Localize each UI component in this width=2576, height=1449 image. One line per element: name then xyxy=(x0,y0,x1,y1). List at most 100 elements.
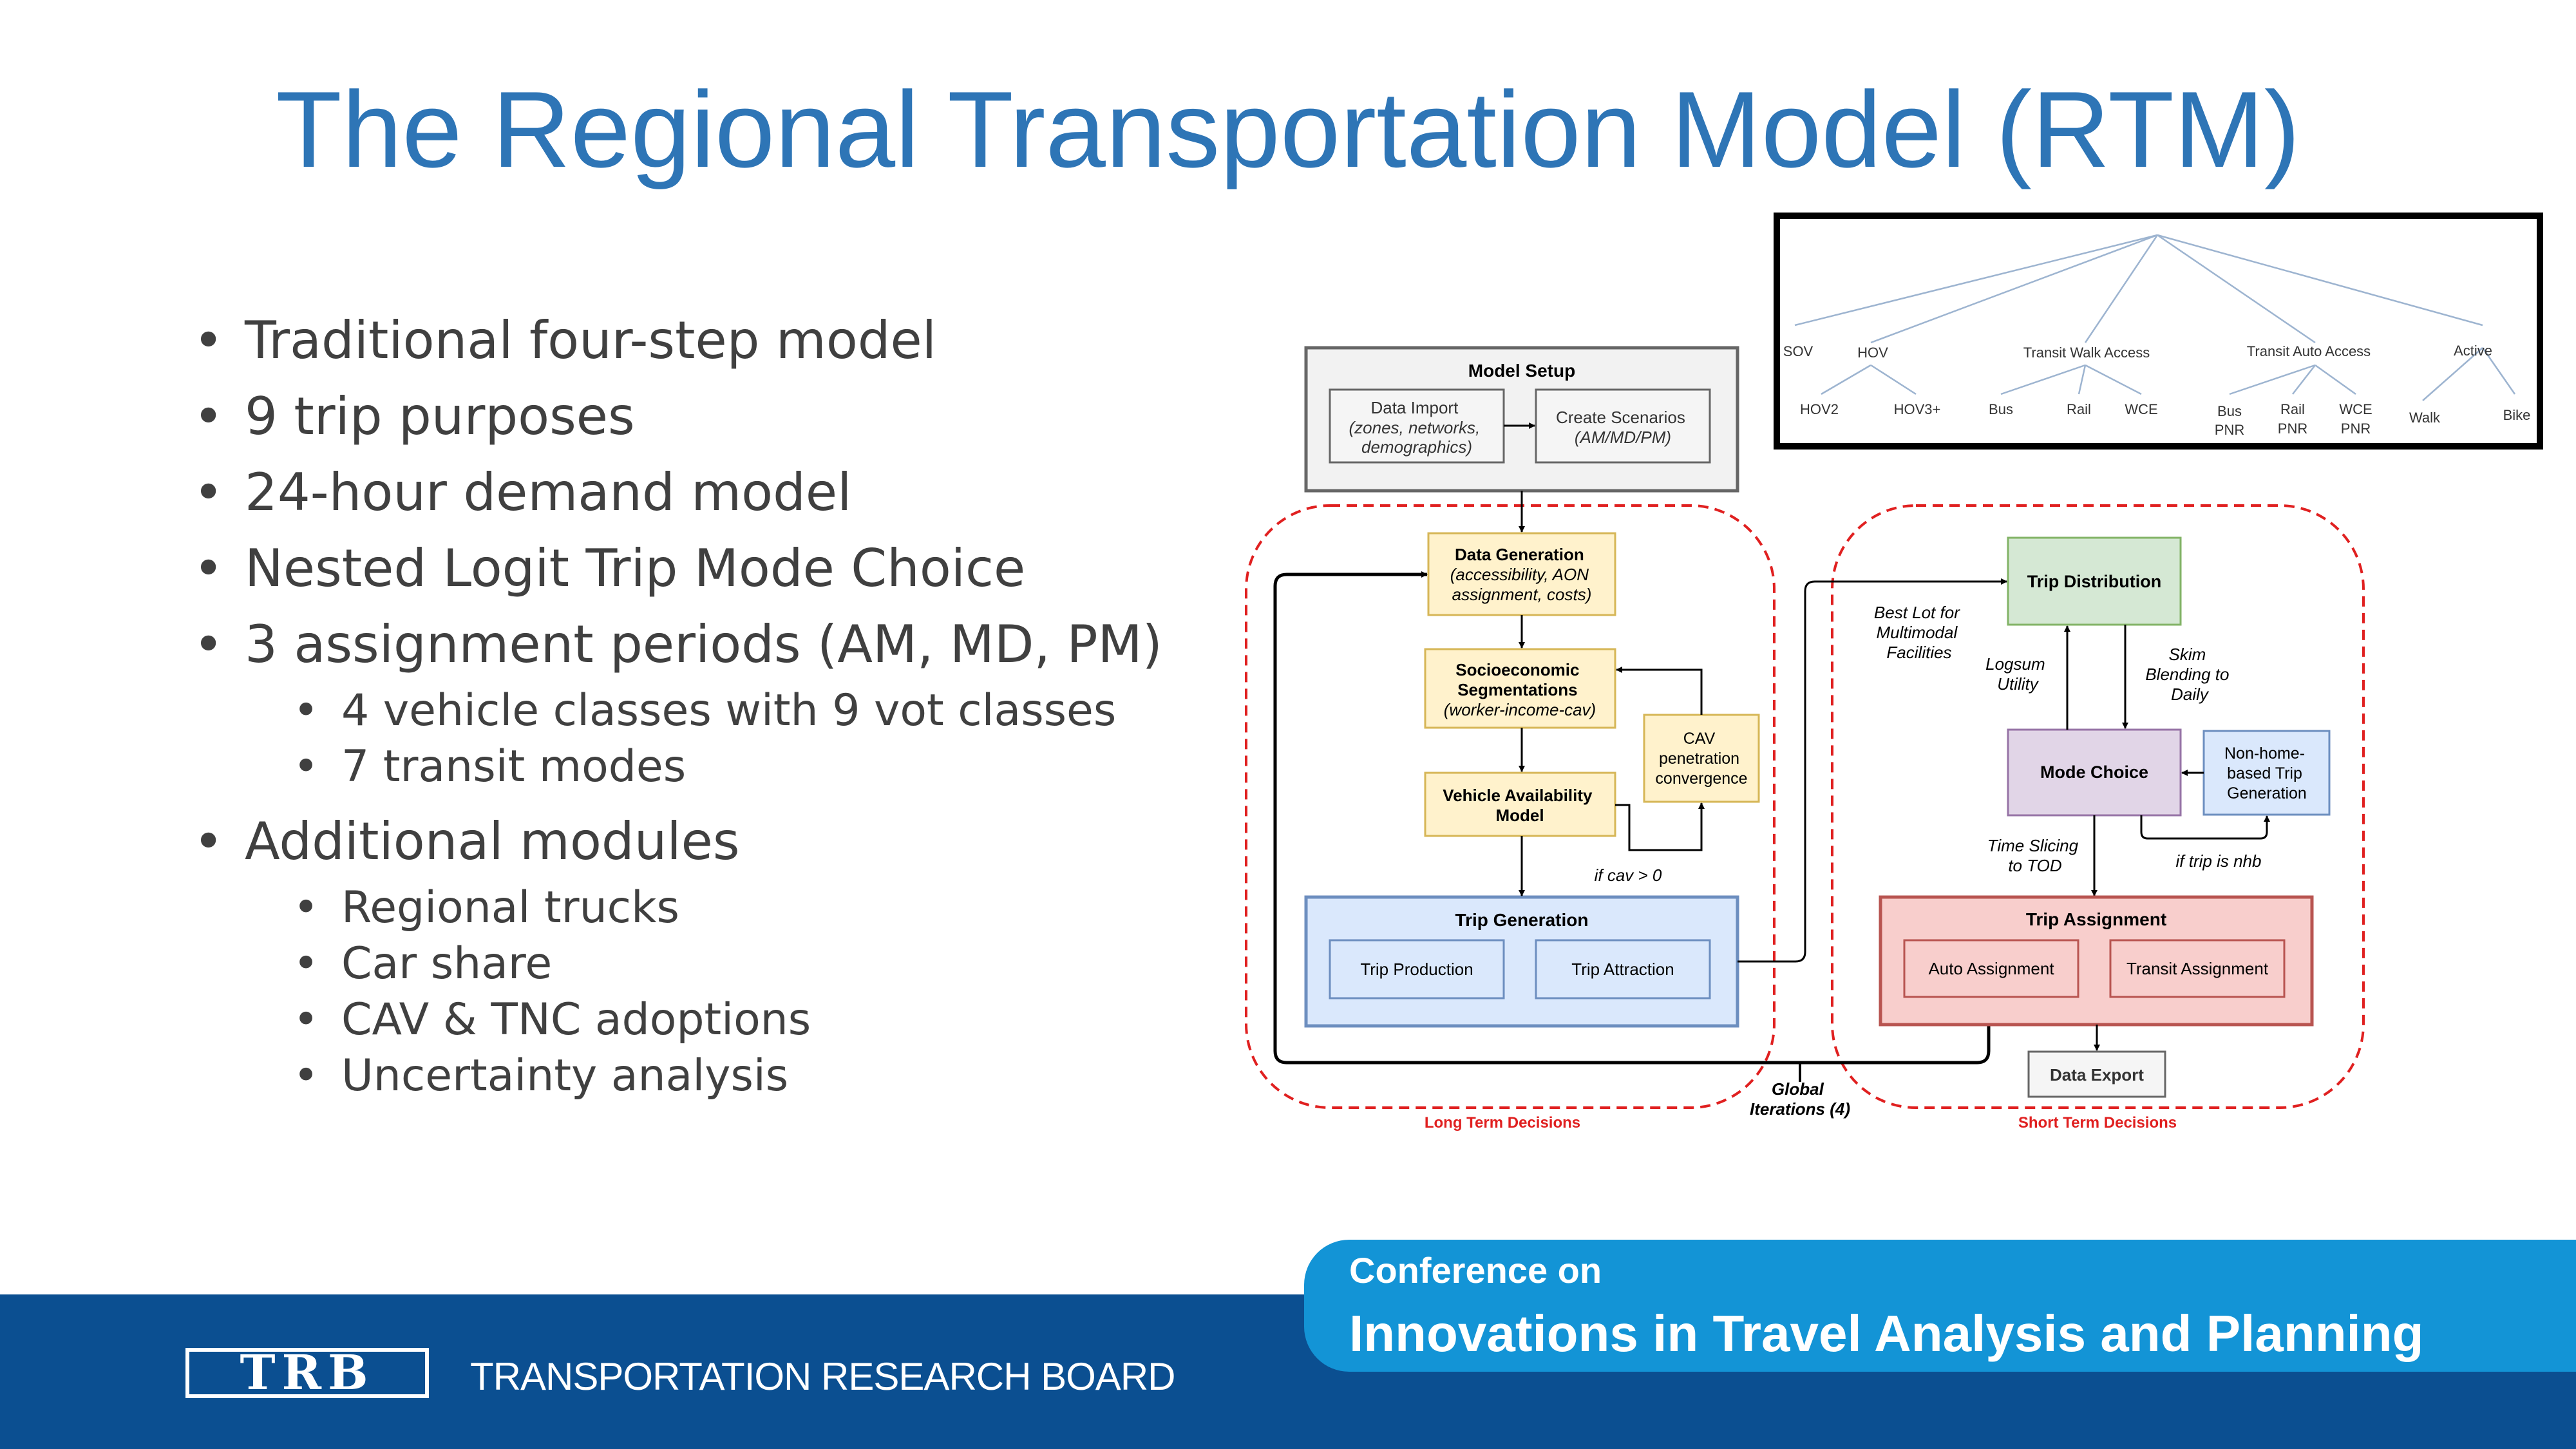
vehicle-availability-title: Model xyxy=(1495,806,1544,825)
nest-walk-rail: Rail xyxy=(2067,401,2091,417)
nest-walk-access: Transit Walk Access xyxy=(2023,345,2150,361)
conference-line2: Innovations in Travel Analysis and Plann… xyxy=(1349,1305,2424,1362)
skim-label: Blending to xyxy=(2145,665,2229,684)
data-export-label: Data Export xyxy=(2050,1065,2144,1084)
best-lot-label: Facilities xyxy=(1886,643,1951,662)
trip-distribution-label: Trip Distribution xyxy=(2027,572,2162,591)
time-slicing-label: Time Slicing xyxy=(1987,836,2079,855)
nest-hov3: HOV3+ xyxy=(1894,401,1941,417)
trip-distribution-box xyxy=(2007,536,2182,626)
auto-assignment-label: Auto Assignment xyxy=(1928,959,2054,978)
data-import-detail: (zones, networks, xyxy=(1349,418,1481,437)
bullet-item: Nested Logit Trip Mode Choice xyxy=(193,531,1162,607)
skim-label: Daily xyxy=(2171,685,2210,704)
data-generation-box xyxy=(1427,532,1616,616)
svg-text:Best Lot for Multimodal: Best Lot for Multimodal Facilities xyxy=(1874,603,1964,662)
socioeconomic-title: Segmentations xyxy=(1457,680,1577,699)
vehicle-availability-title: Vehicle Availability xyxy=(1443,786,1593,805)
create-scenarios-label: Create Scenarios xyxy=(1556,408,1685,427)
long-term-label: Long Term Decisions xyxy=(1425,1114,1580,1132)
nhb-generation-box xyxy=(2202,730,2331,816)
svg-text:Data Import (zones, networ: Data Import (zones, networks, demographi… xyxy=(1349,398,1485,457)
best-lot-label: Best Lot for xyxy=(1874,603,1960,622)
sub-bullet-item: Car share xyxy=(193,936,1162,992)
data-import-label: Data Import xyxy=(1370,398,1459,417)
global-iterations-label: Iterations (4) xyxy=(1750,1099,1850,1119)
nest-bike: Bike xyxy=(2503,407,2531,423)
data-generation-detail: (accessibility, AON xyxy=(1450,565,1589,584)
trip-generation-title: Trip Generation xyxy=(1455,910,1589,930)
svg-text:Vehicle Availability Model: Vehicle Availability Model xyxy=(1443,786,1596,825)
cav-penetration-label: convergence xyxy=(1655,770,1747,788)
bullet-item: Additional modules xyxy=(193,804,1162,880)
logsum-label: Utility xyxy=(1997,674,2040,694)
short-term-region xyxy=(1831,504,2365,1109)
socioeconomic-detail: (worker-income-cav) xyxy=(1444,700,1596,719)
svg-text:Logsum Utility: Logsum Utility xyxy=(1985,654,2050,694)
data-import-detail: demographics) xyxy=(1361,437,1472,457)
svg-text:Time Slicing to TOD: Time Slicing to TOD xyxy=(1987,836,2083,875)
nest-hov2: HOV2 xyxy=(1800,401,1839,417)
trip-production-label: Trip Production xyxy=(1360,960,1473,979)
socioeconomic-box xyxy=(1424,648,1616,729)
cav-penetration-box xyxy=(1643,714,1760,803)
transit-assignment-box xyxy=(2109,939,2286,998)
skim-label: Skim xyxy=(2168,645,2206,664)
short-term-label: Short Term Decisions xyxy=(2018,1114,2177,1132)
svg-text:Create Scenarios (AM/MD/PM: Create Scenarios (AM/MD/PM) xyxy=(1556,408,1690,447)
trb-logo-text: TRB xyxy=(240,1345,375,1401)
socioeconomic-title: Socioeconomic xyxy=(1455,660,1579,679)
nest-auto-access: Transit Auto Access xyxy=(2247,343,2371,359)
conference-line1: Conference on xyxy=(1349,1250,1602,1291)
nest-active: Active xyxy=(2454,343,2492,359)
svg-text:Skim Blending to Daily: Skim Blending to Daily xyxy=(2145,645,2233,704)
trip-attraction-box xyxy=(1535,939,1711,999)
best-lot-label: Multimodal xyxy=(1877,623,1958,642)
data-export-box xyxy=(2027,1050,2166,1098)
cav-penetration-label: CAV xyxy=(1683,730,1716,748)
auto-assignment-box xyxy=(1903,939,2079,998)
if-cav-label: if cav > 0 xyxy=(1595,866,1662,885)
create-scenarios-box xyxy=(1535,388,1711,464)
svg-text:CAV penetration conver: CAV penetration convergence xyxy=(1655,730,1747,788)
nest-sov: SOV xyxy=(1783,343,1814,359)
time-slicing-label: to TOD xyxy=(2008,856,2061,875)
long-term-region xyxy=(1245,504,1776,1109)
slide-title: The Regional Transportation Model (RTM) xyxy=(276,69,2300,190)
if-nhb-label: if trip is nhb xyxy=(2176,851,2262,871)
sub-bullet-item: 7 transit modes xyxy=(193,739,1162,795)
bullet-item: 3 assignment periods (AM, MD, PM) xyxy=(193,607,1162,683)
bullet-item: 24-hour demand model xyxy=(193,455,1162,531)
cav-penetration-label: penetration xyxy=(1659,750,1739,768)
svg-text:Socioeconomic Segmentation: Socioeconomic Segmentations (worker-inco… xyxy=(1444,660,1596,719)
sub-bullet-item: CAV & TNC adoptions xyxy=(193,992,1162,1048)
svg-text:Global Iterations (4): Global Iterations (4) xyxy=(1750,1079,1850,1119)
nest-walk-bus: Bus xyxy=(1989,401,2013,417)
trip-production-box xyxy=(1329,939,1505,999)
logsum-label: Logsum xyxy=(1985,654,2045,674)
trip-assignment-title: Trip Assignment xyxy=(2026,909,2166,929)
sub-bullet-item: Uncertainty analysis xyxy=(193,1048,1162,1104)
conference-banner xyxy=(1304,1240,2576,1372)
sub-bullet-item: 4 vehicle classes with 9 vot classes xyxy=(193,683,1162,739)
create-scenarios-detail: (AM/MD/PM) xyxy=(1575,428,1671,447)
bullet-item: Traditional four-step model xyxy=(193,303,1162,379)
trip-attraction-label: Trip Attraction xyxy=(1571,960,1674,979)
trb-name: TRANSPORTATION RESEARCH BOARD xyxy=(470,1355,1175,1398)
global-iterations-label: Global xyxy=(1772,1079,1824,1099)
data-generation-detail: assignment, costs) xyxy=(1452,585,1592,604)
nest-walk-wce: WCE xyxy=(2125,401,2157,417)
bullet-list: Traditional four-step model 9 trip purpo… xyxy=(193,303,1162,1104)
trb-logo: TRB xyxy=(185,1348,429,1398)
svg-text:Non-home- based Trip G: Non-home- based Trip Generation xyxy=(2224,744,2309,802)
transit-assignment-label: Transit Assignment xyxy=(2126,959,2269,978)
svg-text:Data Generation (accessibi: Data Generation (accessibility, AON assi… xyxy=(1450,545,1594,604)
nhb-generation-label: Generation xyxy=(2227,784,2307,802)
nest-walk: Walk xyxy=(2409,410,2441,426)
nhb-generation-label: based Trip xyxy=(2227,764,2302,782)
model-setup-title: Model Setup xyxy=(1468,361,1575,381)
